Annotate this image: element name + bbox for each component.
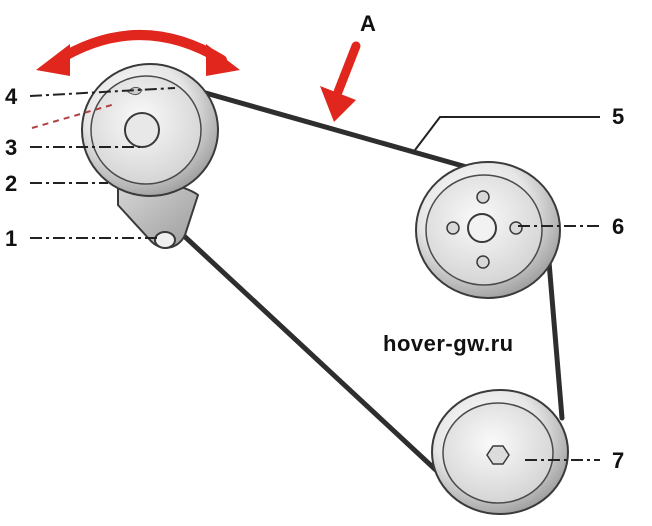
view-a-arrow-icon [320,41,361,122]
callout-4: 4 [5,84,18,109]
callout-5: 5 [612,104,625,129]
pulley-6 [415,161,561,299]
rotation-arrow-icon [36,30,240,76]
callout-2: 2 [5,171,18,196]
tensioner-pulley [81,63,219,197]
callout-6: 6 [612,214,625,239]
callout-7: 7 [612,448,625,473]
callout-1: 1 [5,226,18,251]
callout-3: 3 [5,135,18,160]
callout-leaders [29,87,600,461]
watermark-text: hover-gw.ru [383,331,514,356]
pulley-7 [431,389,569,515]
drive-belt [137,87,565,475]
view-a-label: A [360,11,376,36]
